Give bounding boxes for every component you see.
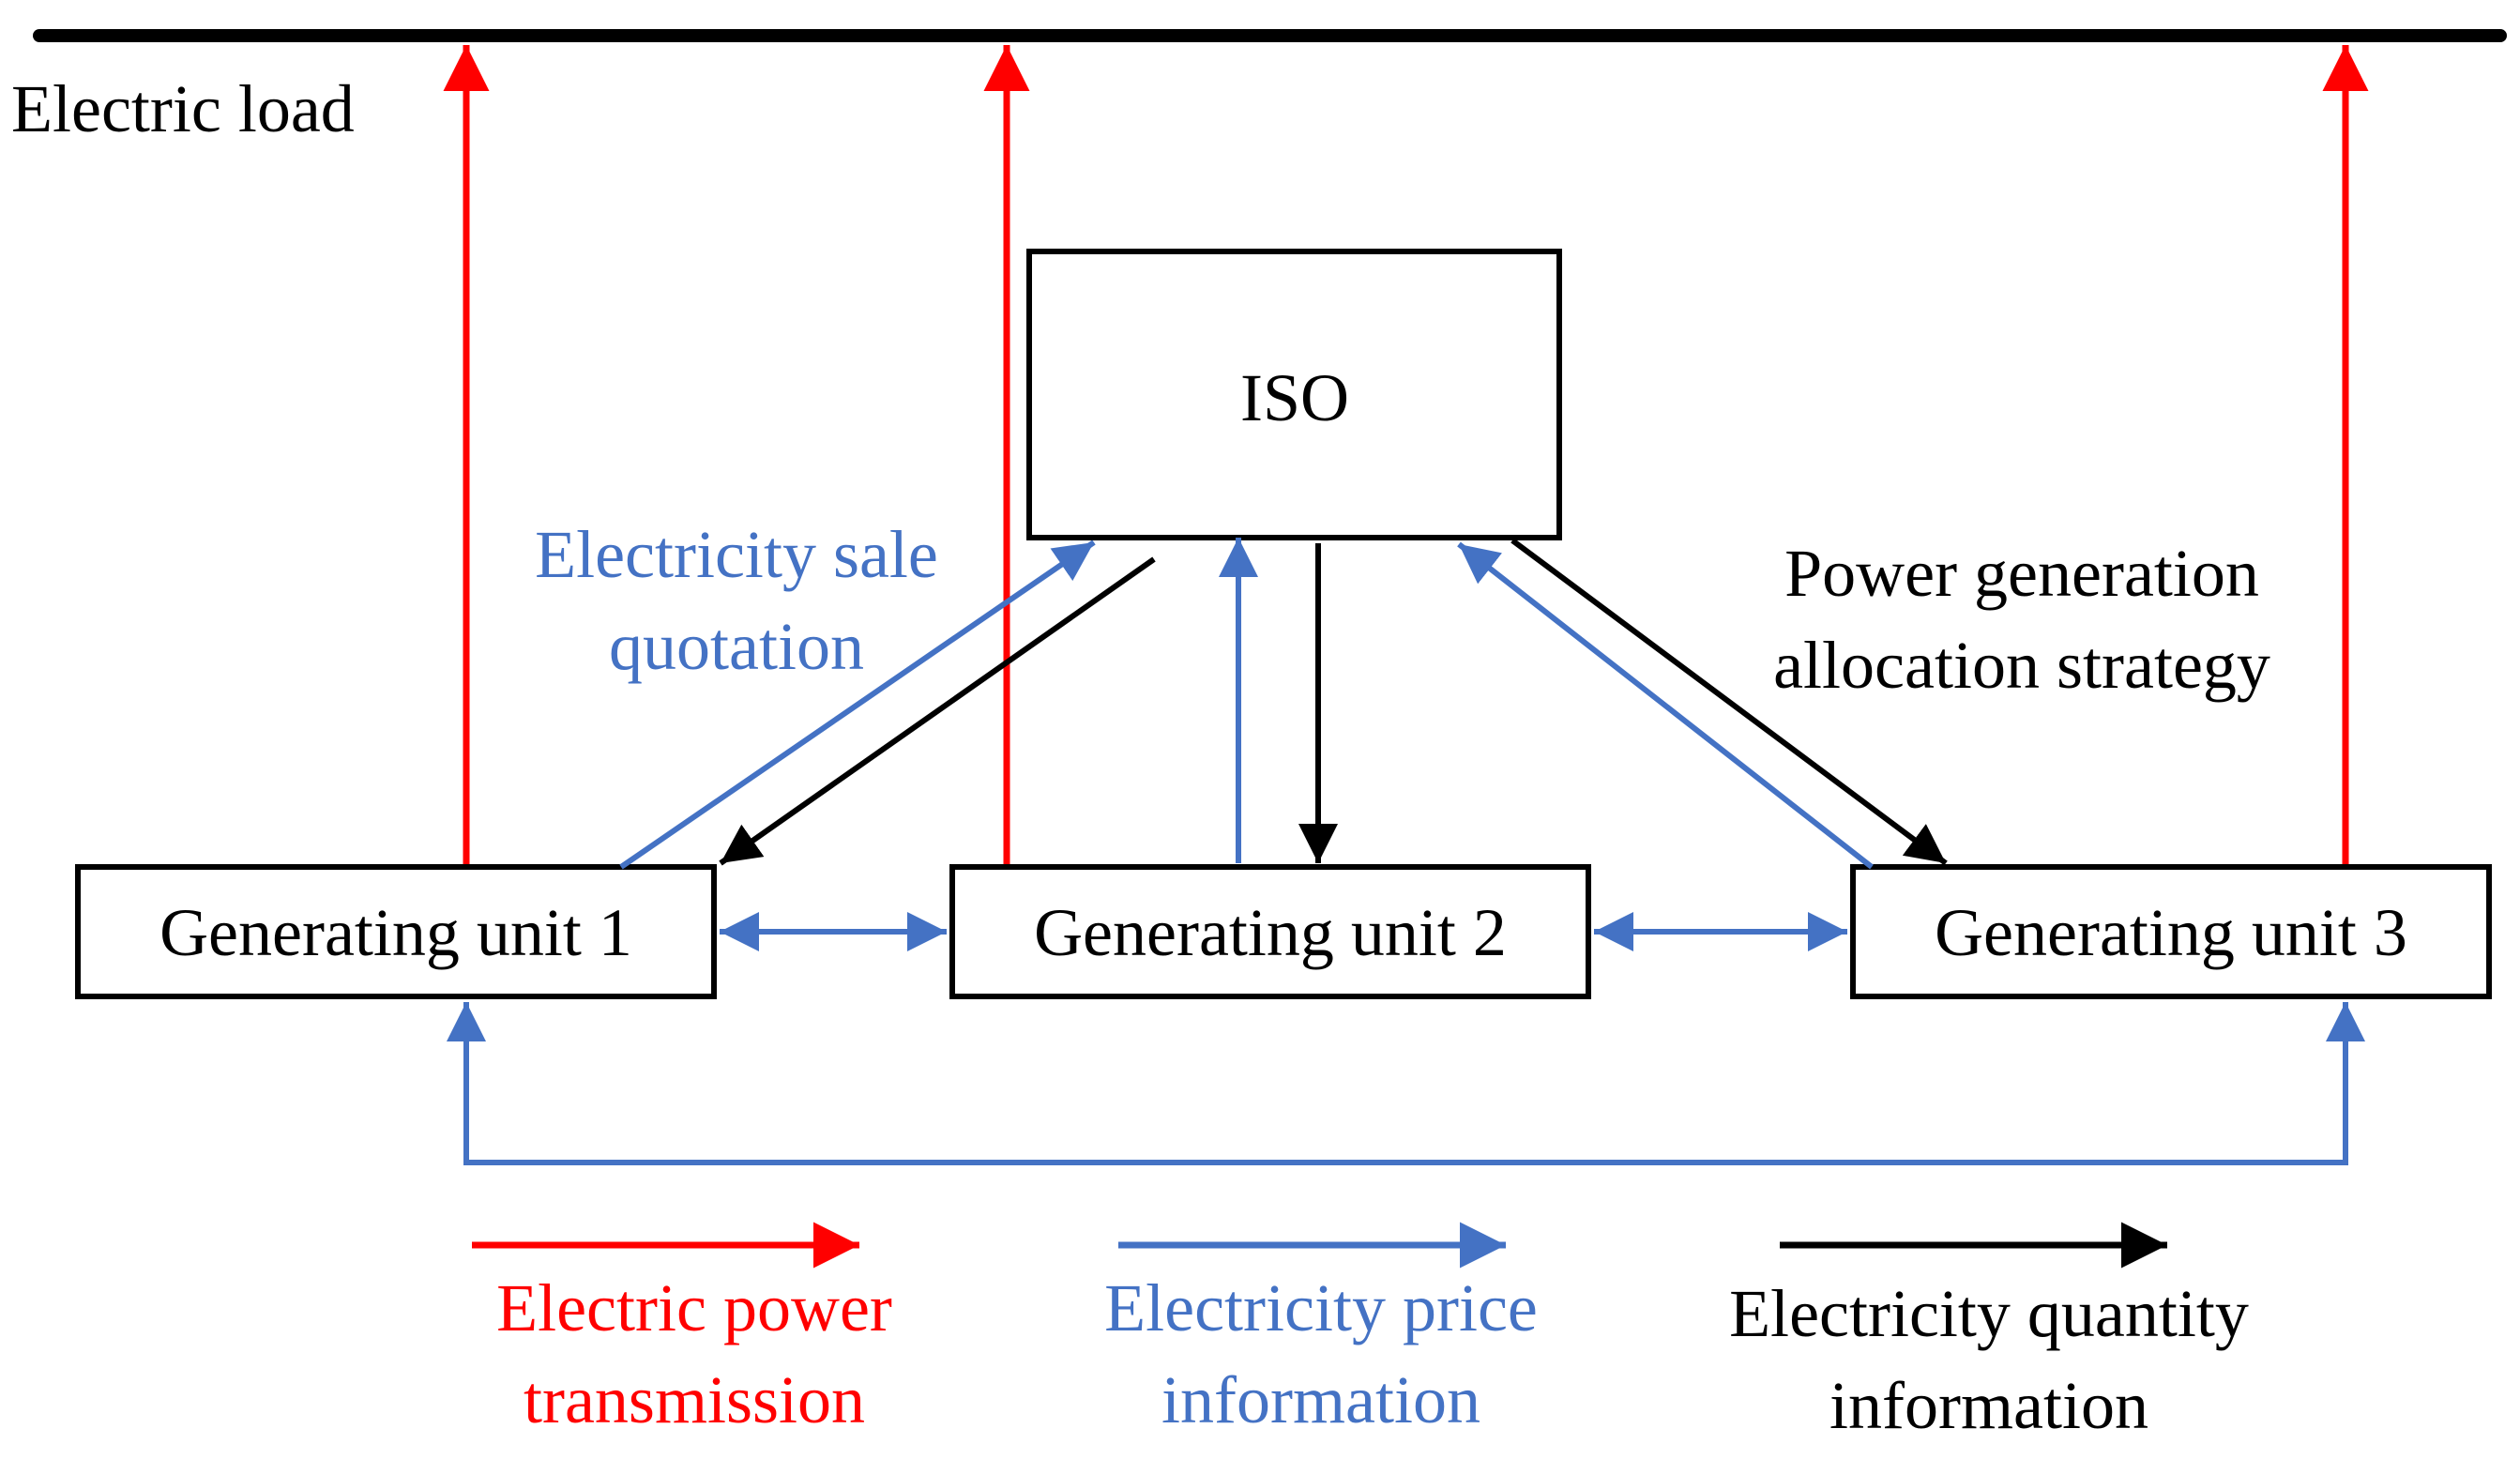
legend-power-label-line1: Electric power [496, 1270, 892, 1345]
generating-unit-1-label: Generating unit 1 [159, 895, 632, 970]
iso-label: ISO [1240, 360, 1349, 435]
price-link-unit1-unit3 [447, 1002, 2365, 1165]
generating-unit-2-box [949, 864, 1591, 999]
quotation-annotation-line2: quotation [609, 609, 864, 684]
generating-unit-1-box [75, 864, 717, 999]
generating-unit-2-label: Generating unit 2 [1034, 895, 1507, 970]
legend-price-label-line2: information [1161, 1362, 1480, 1437]
quotation-annotation-line1: Electricity sale [535, 517, 938, 592]
generating-unit-3-label: Generating unit 3 [1935, 895, 2407, 970]
allocation-annotation-line1: Power generation [1784, 536, 2259, 611]
allocation-annotation-line2: allocation strategy [1773, 628, 2270, 703]
price-arrow-unit1-to-iso [619, 540, 1096, 870]
quantity-arrow-iso-to-unit1 [719, 556, 1156, 866]
generating-unit-3-box [1850, 864, 2492, 999]
legend-quantity-label-line2: information [1829, 1368, 2148, 1443]
legend-quantity-label-line1: Electricity quantity [1729, 1276, 2249, 1351]
electric-load-label: Electric load [11, 71, 355, 146]
legend-power-label-line2: transmission [524, 1362, 865, 1437]
price-arrow-unit3-to-iso [1457, 541, 1874, 870]
quantity-arrow-iso-to-unit3 [1510, 538, 1948, 866]
iso-box [1026, 249, 1562, 540]
legend-price-label-line1: Electricity price [1104, 1270, 1538, 1345]
